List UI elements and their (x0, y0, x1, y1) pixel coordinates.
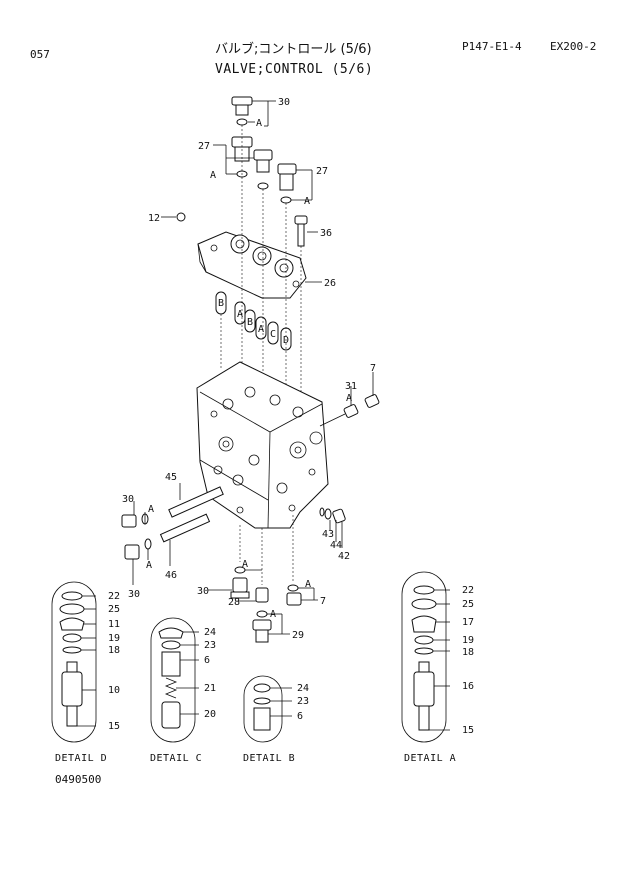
label-46: 46 (165, 570, 177, 581)
label-36: 36 (320, 228, 332, 239)
label-a-top: A (256, 118, 262, 129)
title-english: VALVE;CONTROL (5/6) (215, 62, 374, 77)
o-ring-7 (287, 584, 299, 592)
cover-26 (197, 231, 307, 299)
label-a-30-left-lower: A (146, 560, 152, 571)
fitting-42 (319, 507, 346, 524)
ball-12 (176, 212, 186, 222)
bolt-36 (294, 215, 308, 247)
callout-30-top (248, 100, 276, 127)
label-7-top: 7 (370, 363, 376, 374)
detail-a-label-1: 22 (462, 585, 474, 596)
label-a-31: A (346, 393, 352, 404)
label-a-27-right: A (304, 196, 310, 207)
marker-a-1: A (237, 309, 243, 320)
detail-d-label-4: 19 (108, 633, 120, 644)
plug-30-left-lower (124, 538, 152, 560)
label-a-7-bottom: A (305, 579, 311, 590)
detail-b (243, 675, 292, 743)
detail-c-label-2: 23 (204, 640, 216, 651)
spool-marker-a-2 (255, 316, 267, 340)
spool-marker-b-2 (244, 309, 256, 333)
detail-d-title: DETAIL D (55, 753, 107, 764)
plug-31 (343, 404, 359, 418)
marker-b-1: B (218, 298, 224, 309)
detail-a (401, 571, 450, 743)
detail-a-label-3: 17 (462, 617, 474, 628)
label-29: 29 (292, 630, 304, 641)
detail-a-label-6: 16 (462, 681, 474, 692)
label-a-29: A (270, 609, 276, 620)
label-30-left-lower: 30 (128, 589, 140, 600)
detail-d-label-1: 22 (108, 591, 120, 602)
plug-27-right (277, 163, 297, 204)
detail-d-label-6: 10 (108, 685, 120, 696)
detail-d (51, 581, 97, 743)
detail-c-label-5: 20 (204, 709, 216, 720)
plug-7-bottom (286, 592, 302, 606)
label-28: 28 (228, 597, 240, 608)
label-30-top: 30 (278, 97, 290, 108)
marker-c: C (270, 329, 276, 340)
detail-a-title: DETAIL A (404, 753, 456, 764)
marker-b-2: B (247, 317, 253, 328)
plug-30-left-upper (121, 513, 149, 528)
o-ring-29 (256, 610, 268, 618)
detail-d-label-7: 15 (108, 721, 120, 732)
plug-27-mid (253, 149, 273, 190)
model-number: EX200-2 (550, 40, 597, 53)
label-43: 43 (322, 529, 334, 540)
label-7-bottom: 7 (320, 596, 326, 607)
label-30-left-upper: 30 (122, 494, 134, 505)
detail-a-label-2: 25 (462, 599, 474, 610)
label-12: 12 (148, 213, 160, 224)
label-a-30-bottom: A (242, 559, 248, 570)
detail-c-title: DETAIL C (150, 753, 202, 764)
detail-d-label-3: 11 (108, 619, 120, 630)
plug-30-bottom (230, 577, 250, 599)
marker-a-2: A (258, 324, 264, 335)
title-japanese: バルブ;コントロール (5/6) (215, 42, 372, 57)
label-42: 42 (338, 551, 350, 562)
detail-b-title: DETAIL B (243, 753, 295, 764)
detail-b-label-1: 24 (297, 683, 309, 694)
detail-c-label-1: 24 (204, 627, 216, 638)
pilot-pipe-46 (159, 513, 211, 543)
detail-c-label-4: 21 (204, 683, 216, 694)
plug-28 (255, 587, 269, 603)
valve-body (196, 361, 329, 529)
spool-marker-c (267, 321, 279, 345)
label-27-left: 27 (198, 141, 210, 152)
detail-a-label-5: 18 (462, 647, 474, 658)
detail-a-label-4: 19 (462, 635, 474, 646)
detail-d-label-2: 25 (108, 604, 120, 615)
label-31: 31 (345, 381, 357, 392)
label-30-bottom: 30 (197, 586, 209, 597)
label-a-30-left-upper: A (148, 504, 154, 515)
label-26: 26 (324, 278, 336, 289)
detail-d-label-5: 18 (108, 645, 120, 656)
detail-b-label-3: 6 (297, 711, 303, 722)
drawing-number: 0490500 (55, 773, 102, 786)
label-44: 44 (330, 540, 342, 551)
detail-c-label-3: 6 (204, 655, 210, 666)
detail-c (150, 617, 199, 743)
plug-30-top (231, 96, 253, 126)
plug-29 (252, 619, 272, 643)
page-code: P147-E1-4 (462, 40, 522, 53)
label-45: 45 (165, 472, 177, 483)
pilot-pipe-45 (168, 486, 224, 518)
detail-a-label-7: 15 (462, 725, 474, 736)
plug-7-right (364, 394, 380, 408)
label-a-27-left: A (210, 170, 216, 181)
detail-b-label-2: 23 (297, 696, 309, 707)
page-number: 057 (30, 48, 50, 61)
label-27-right: 27 (316, 166, 328, 177)
